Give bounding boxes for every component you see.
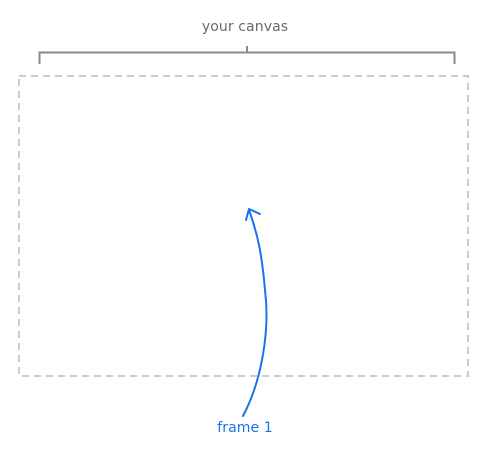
frame-label: frame 1 <box>217 420 273 436</box>
canvas-width-bracket <box>38 46 456 64</box>
canvas-frame <box>18 75 469 377</box>
canvas-label: your canvas <box>201 19 289 35</box>
arrowhead-icon <box>245 208 261 221</box>
frame-pointer-arrow <box>242 209 268 417</box>
